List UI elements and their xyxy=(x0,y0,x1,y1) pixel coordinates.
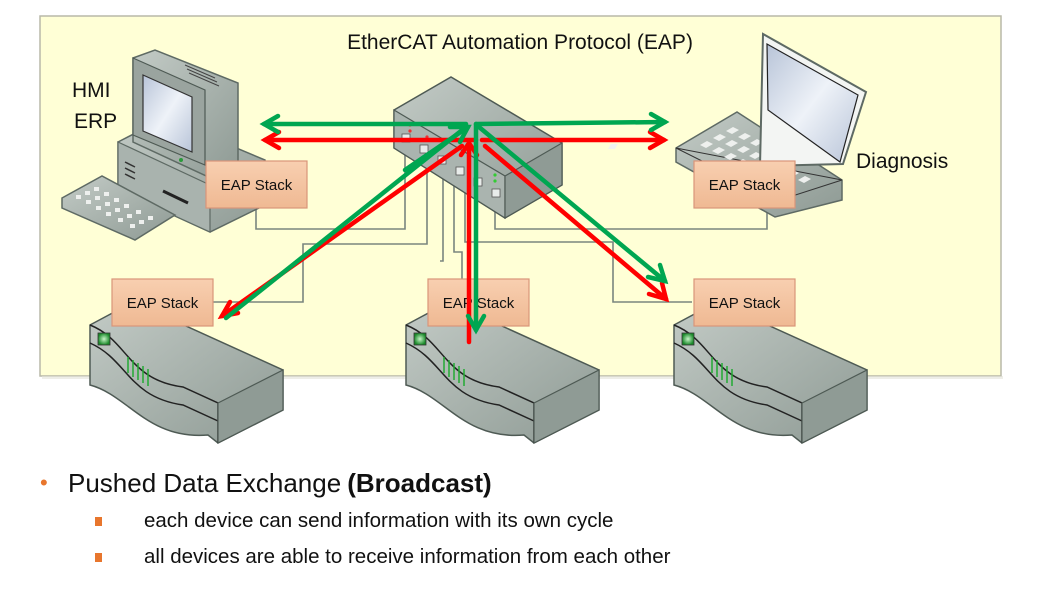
bullet-sub-1: each device can send information with it… xyxy=(95,503,1020,539)
eap-stack-box-device-3: EAP Stack xyxy=(693,278,796,327)
bullet-square-icon xyxy=(95,516,102,526)
pc-label-erp: ERP xyxy=(74,110,117,133)
svg-text:EAP Stack: EAP Stack xyxy=(221,177,293,194)
bullet-list: • Pushed Data Exchange (Broadcast) each … xyxy=(40,463,1020,575)
bullet-main-text: Pushed Data Exchange xyxy=(68,467,342,498)
eap-stack-box-device-2: EAP Stack xyxy=(427,278,530,327)
bullet-sub-text-1: each device can send information with it… xyxy=(144,509,614,532)
green-broadcast-arrows xyxy=(223,111,670,335)
svg-text:EAP Stack: EAP Stack xyxy=(709,295,781,312)
bullet-sub-text-2: all devices are able to receive informat… xyxy=(144,545,671,568)
svg-text:EAP Stack: EAP Stack xyxy=(443,295,515,312)
eap-stack-box-laptop: EAP Stack xyxy=(693,160,796,209)
bullet-main-bold: (Broadcast) xyxy=(347,467,492,498)
bullet-sub-2: all devices are able to receive informat… xyxy=(95,539,1020,575)
laptop-label-diagnosis: Diagnosis xyxy=(856,150,948,173)
eap-stack-box-device-1: EAP Stack xyxy=(111,278,214,327)
panel-title: EtherCAT Automation Protocol (EAP) xyxy=(347,31,693,54)
pc-label-hmi: HMI xyxy=(72,79,111,102)
bullet-square-icon xyxy=(95,552,102,562)
network-device-icon-2 xyxy=(405,301,600,444)
eap-diagram: EtherCAT Automation Protocol (EAP) xyxy=(39,15,1003,444)
bullet-dot-icon: • xyxy=(40,470,48,495)
network-device-icon-1 xyxy=(89,301,284,444)
svg-text:EAP Stack: EAP Stack xyxy=(127,295,199,312)
eap-stack-box-pc: EAP Stack xyxy=(205,160,308,209)
bullet-main: • Pushed Data Exchange (Broadcast) xyxy=(40,463,1020,503)
svg-text:EAP Stack: EAP Stack xyxy=(709,177,781,194)
network-device-icon-3 xyxy=(673,301,868,444)
desktop-computer-icon xyxy=(61,49,266,241)
